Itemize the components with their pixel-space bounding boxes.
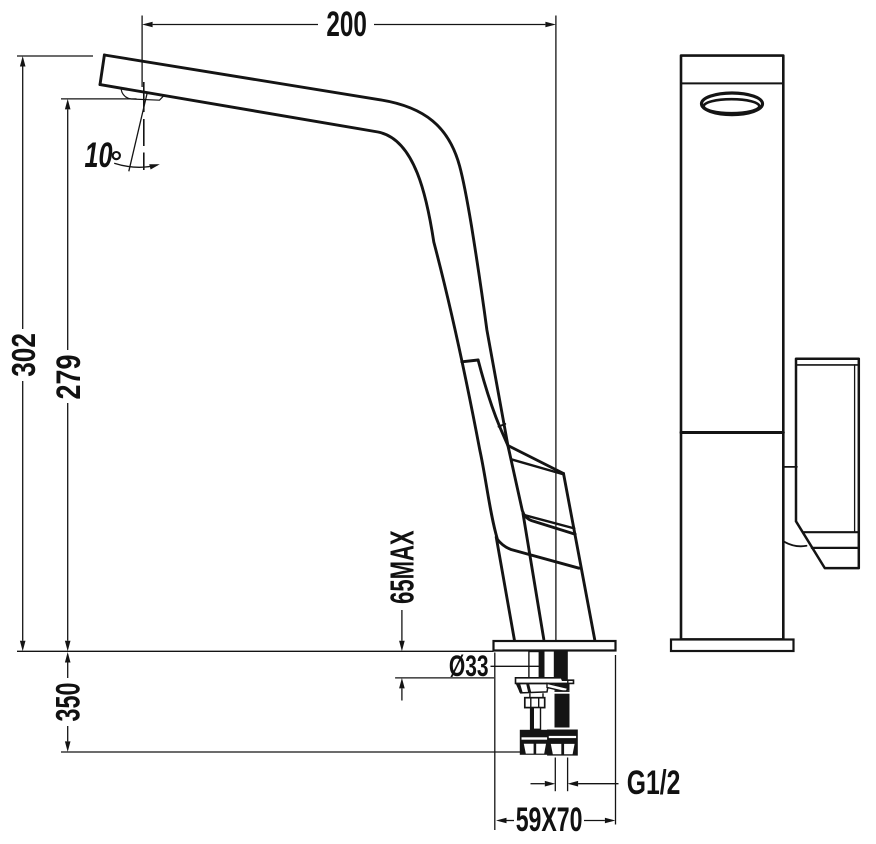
svg-text:10: 10 bbox=[85, 136, 113, 175]
svg-text:350: 350 bbox=[50, 683, 88, 722]
svg-text:Ø33: Ø33 bbox=[449, 650, 489, 683]
svg-text:279: 279 bbox=[50, 355, 88, 400]
svg-text:65MAX: 65MAX bbox=[383, 530, 420, 604]
svg-text:200: 200 bbox=[326, 5, 367, 44]
svg-text:302: 302 bbox=[6, 333, 43, 377]
svg-text:59X70: 59X70 bbox=[516, 801, 583, 839]
svg-text:G1/2: G1/2 bbox=[627, 764, 681, 802]
